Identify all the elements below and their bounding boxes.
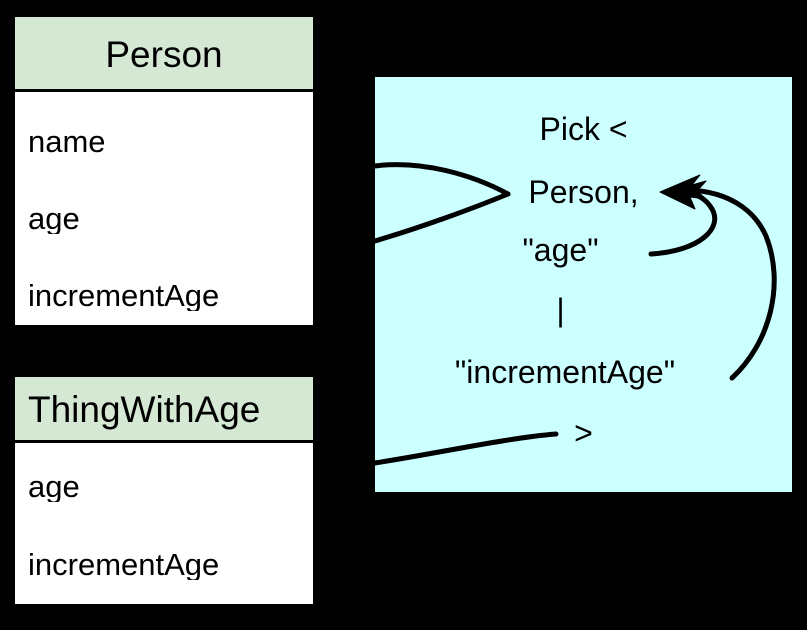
class-title-thingwithage: ThingWithAge bbox=[15, 377, 313, 443]
class-member: name bbox=[28, 124, 106, 157]
code-line-close-bracket: > bbox=[574, 415, 593, 451]
class-member: incrementAge bbox=[28, 278, 220, 311]
code-line-age: "age" bbox=[522, 232, 599, 268]
code-panel: Pick < Person, "age" | "incrementAge" > bbox=[375, 77, 792, 492]
class-members-person: name age incrementAge bbox=[15, 92, 313, 325]
class-box-person: Person name age incrementAge bbox=[15, 17, 313, 325]
code-line-increment-age: "incrementAge" bbox=[454, 354, 676, 390]
code-line-pick: Pick < bbox=[539, 111, 628, 147]
class-title-person: Person bbox=[15, 17, 313, 92]
class-box-thingwithage: ThingWithAge age incrementAge bbox=[15, 377, 313, 604]
class-member: age bbox=[28, 201, 80, 234]
class-member: age bbox=[28, 469, 80, 502]
class-members-thingwithage: age incrementAge bbox=[15, 443, 313, 604]
code-line-person: Person, bbox=[528, 174, 639, 210]
code-line-pipe: | bbox=[556, 292, 565, 328]
class-member: incrementAge bbox=[28, 547, 220, 580]
